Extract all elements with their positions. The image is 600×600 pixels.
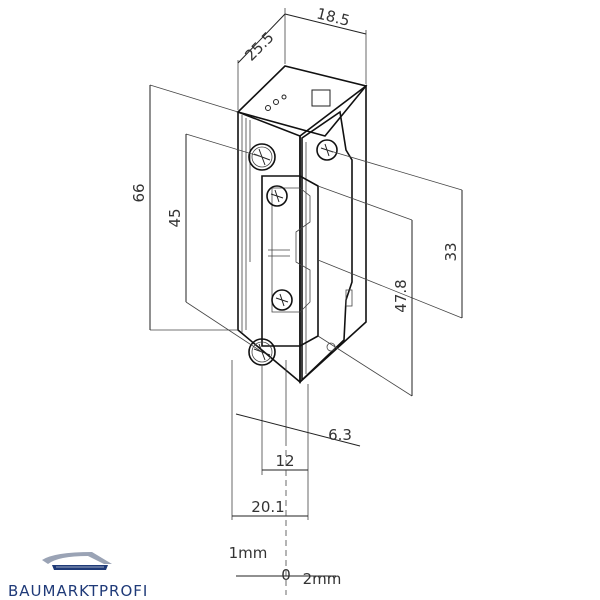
- dimension-lines: [149, 8, 463, 595]
- scale-left-label: 1mm: [229, 544, 268, 562]
- dim-25-5: 25.5: [241, 28, 277, 64]
- dim-20-1: 20.1: [251, 498, 284, 516]
- strike-body: [236, 65, 368, 384]
- latch-screw-upper: [266, 185, 288, 207]
- logo-roof-icon: [42, 552, 112, 564]
- dim-12: 12: [275, 452, 294, 470]
- dim-66: 66: [130, 183, 148, 202]
- logo-text: BAUMARKTPROFI: [8, 582, 148, 600]
- logo: BAUMARKTPROFI: [8, 552, 148, 600]
- dim-45: 45: [166, 208, 184, 227]
- dim-33: 33: [442, 242, 460, 261]
- dim-6-3: 6.3: [328, 426, 352, 444]
- dimension-labels: 25.5 18.5 66 45 33 47.8 6.3 12 20.1 1mm …: [130, 4, 460, 588]
- latch-screw-lower: [271, 289, 293, 311]
- scale-right-label: 2mm: [303, 570, 342, 588]
- scale-zero-label: 0: [281, 566, 291, 584]
- dim-47-8: 47.8: [392, 279, 410, 312]
- dim-18-5: 18.5: [315, 4, 352, 30]
